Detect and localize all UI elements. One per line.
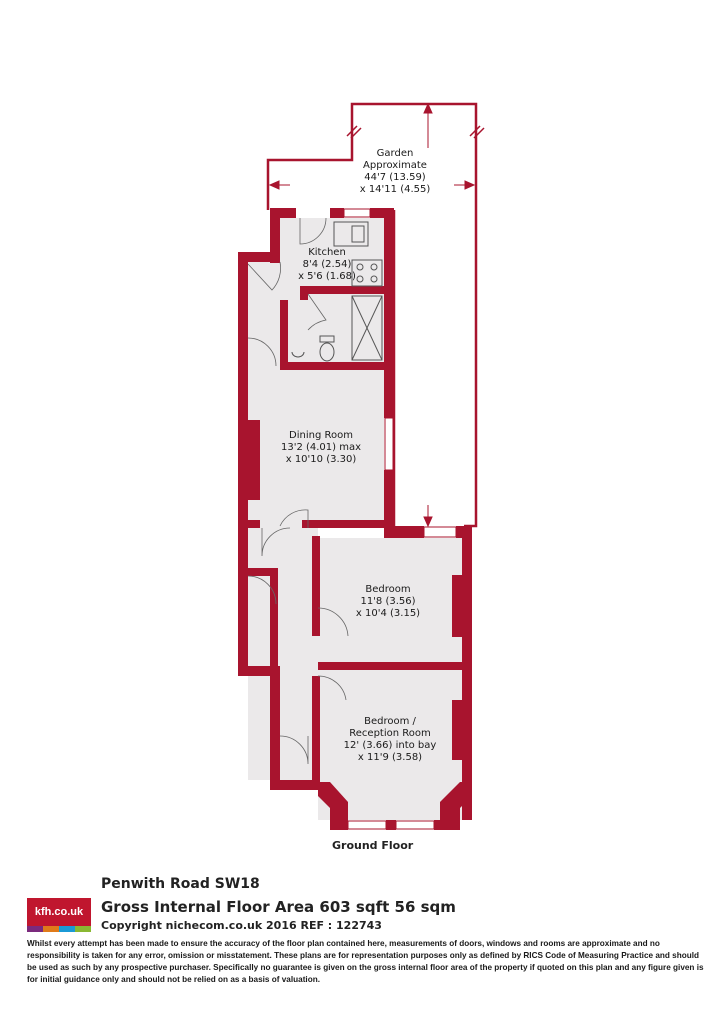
dining-dim1: 13'2 (4.01) max — [280, 442, 362, 453]
walls — [238, 208, 472, 830]
hob-icon — [351, 259, 383, 287]
kitchen-dim2: x 5'6 (1.68) — [298, 271, 356, 282]
bedroom-dim2: x 10'4 (3.15) — [355, 608, 421, 619]
logo-strip-orange — [43, 926, 59, 932]
bath-icon — [351, 295, 383, 361]
doors — [247, 217, 349, 765]
floor-fill — [248, 218, 464, 820]
kitchen-sink-icon — [333, 221, 369, 247]
disclaimer: Whilst every attempt has been made to en… — [27, 939, 704, 984]
bedroom-reception-dim1: 12' (3.66) into bay — [343, 740, 437, 751]
kitchen-name: Kitchen — [308, 247, 346, 258]
copyright: Copyright nichecom.co.uk 2016 REF : 1227… — [101, 919, 382, 932]
windows — [343, 208, 457, 830]
address: Penwith Road SW18 — [101, 876, 260, 892]
garden-label: Garden Approximate 44'7 (13.59) x 14'11 … — [340, 148, 450, 196]
basin-icon — [291, 351, 305, 358]
logo-strip-green — [75, 926, 91, 932]
kitchen-dim1: 8'4 (2.54) — [302, 259, 352, 270]
garden-dim2: x 14'11 (4.55) — [359, 184, 431, 195]
bedroom-name: Bedroom — [365, 584, 411, 595]
garden-dim1: 44'7 (13.59) — [364, 172, 426, 183]
dining-name: Dining Room — [289, 430, 353, 441]
floor-area: Gross Internal Floor Area 603 sqft 56 sq… — [101, 898, 456, 916]
floor-label: Ground Floor — [332, 839, 414, 852]
bedroom-reception-line2: Reception Room — [349, 728, 431, 739]
bedroom-reception-label: Bedroom / Reception Room 12' (3.66) into… — [330, 716, 450, 764]
bedroom-reception-dim2: x 11'9 (3.58) — [357, 752, 423, 763]
toilet-icon — [319, 335, 335, 343]
bedroom-reception-name: Bedroom / — [364, 716, 416, 727]
kfh-logo: kfh.co.uk — [27, 898, 91, 936]
logo-strip-purple — [27, 926, 43, 932]
bedroom-dim1: 11'8 (3.56) — [360, 596, 416, 607]
bedroom-label: Bedroom 11'8 (3.56) x 10'4 (3.15) — [338, 584, 438, 620]
garden-dimension-arrows — [268, 102, 485, 528]
logo-text: kfh.co.uk — [27, 898, 91, 926]
garden-line2: Approximate — [363, 160, 427, 171]
logo-strip-blue — [59, 926, 75, 932]
dining-dim2: x 10'10 (3.30) — [285, 454, 357, 465]
garden-name: Garden — [376, 148, 414, 159]
fixtures — [291, 221, 383, 362]
dining-room-label: Dining Room 13'2 (4.01) max x 10'10 (3.3… — [266, 430, 376, 466]
kitchen-label: Kitchen 8'4 (2.54) x 5'6 (1.68) — [292, 247, 362, 283]
